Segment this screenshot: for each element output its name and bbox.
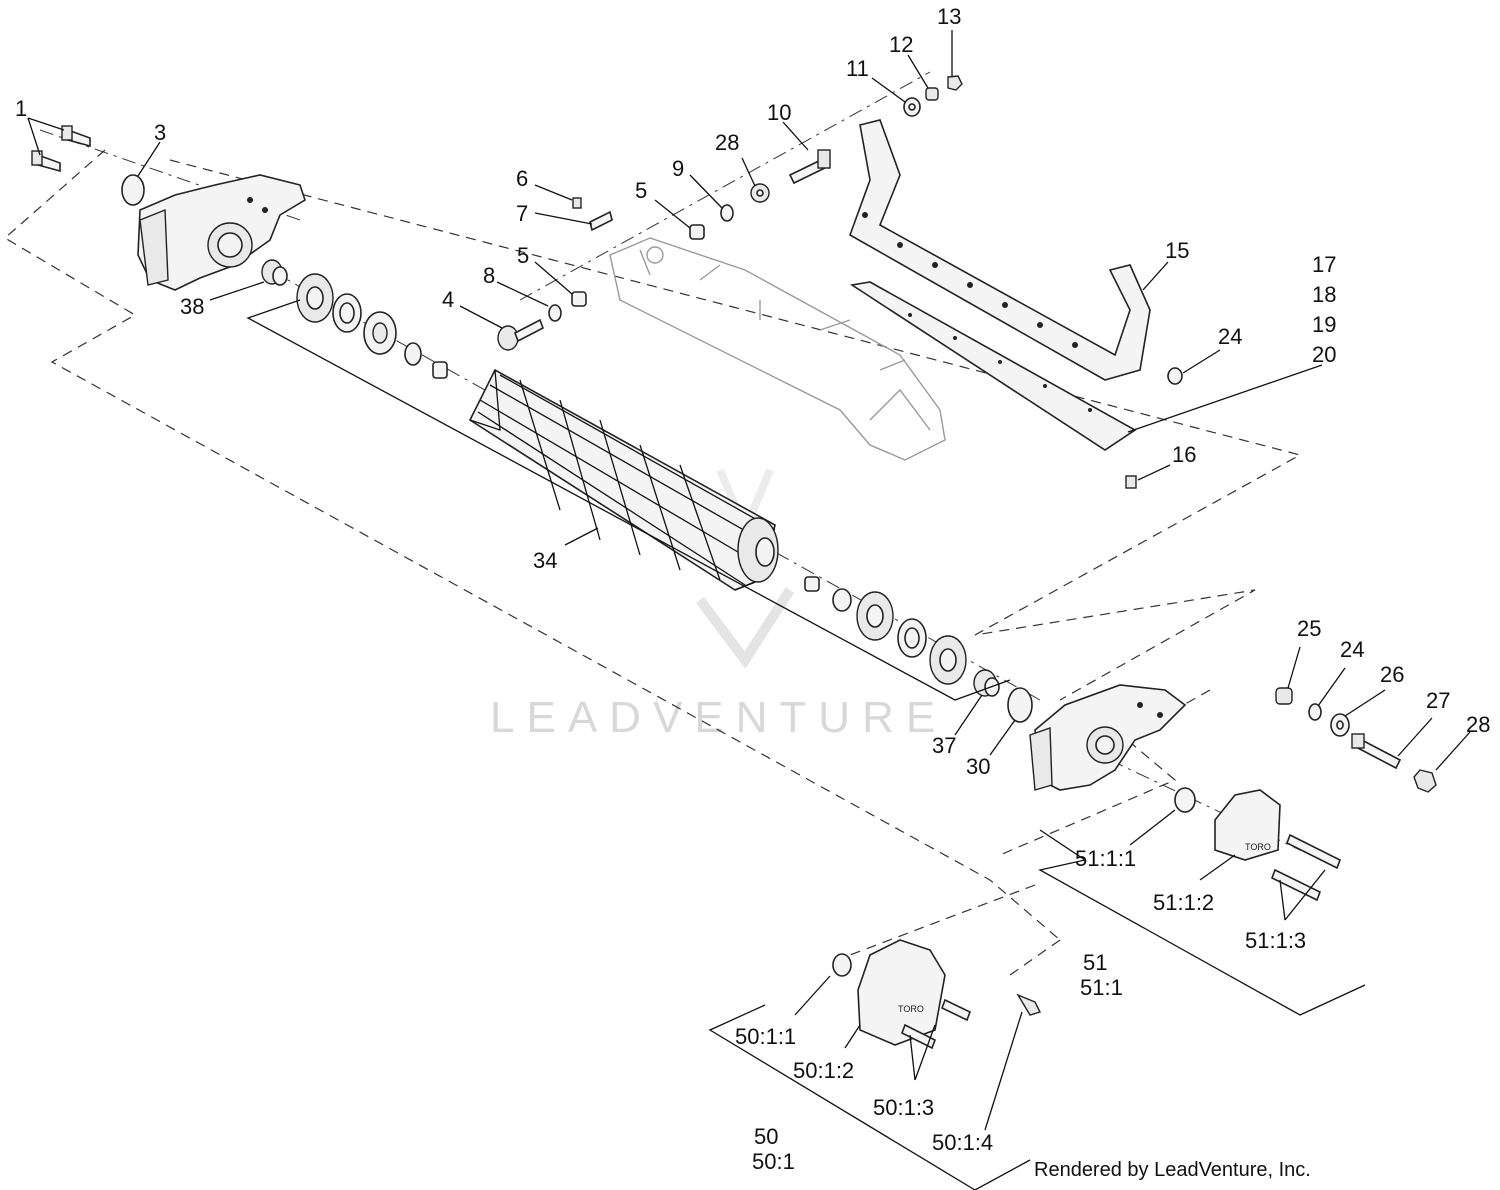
label-12: 12 bbox=[889, 32, 913, 57]
label-13: 13 bbox=[937, 4, 961, 29]
assembly-boundaries bbox=[3, 149, 1302, 976]
part-8-ring bbox=[548, 304, 562, 322]
label-1: 1 bbox=[15, 96, 27, 121]
right-side-plate bbox=[1029, 684, 1187, 791]
label-51-1: 51:1 bbox=[1080, 975, 1123, 1000]
label-5-upper: 5 bbox=[635, 178, 647, 203]
left-bearing-stack bbox=[296, 273, 448, 379]
screw-16 bbox=[1125, 475, 1137, 489]
part-labels: 1 3 38 4 8 5 6 7 5 9 28 10 11 12 13 15 1… bbox=[15, 4, 1490, 1174]
right-bearing-stack bbox=[804, 576, 967, 685]
bedbar-15 bbox=[849, 119, 1151, 381]
right-hardware bbox=[1275, 687, 1437, 793]
label-51: 51 bbox=[1083, 950, 1107, 975]
label-50-1-2: 50:1:2 bbox=[793, 1058, 854, 1083]
brand-mark-left: TORO bbox=[898, 1004, 924, 1014]
parts-11-12-13 bbox=[903, 75, 963, 117]
label-15: 15 bbox=[1165, 238, 1189, 263]
label-18: 18 bbox=[1312, 282, 1336, 307]
label-4: 4 bbox=[442, 287, 454, 312]
label-51-1-2: 51:1:2 bbox=[1153, 890, 1214, 915]
nut-28-top bbox=[750, 183, 770, 203]
label-38: 38 bbox=[180, 294, 204, 319]
brand-mark-right: TORO bbox=[1245, 842, 1271, 852]
leader-lines bbox=[27, 30, 1471, 1131]
label-28-top: 28 bbox=[715, 130, 739, 155]
label-51-1-1: 51:1:1 bbox=[1075, 846, 1136, 871]
label-17: 17 bbox=[1312, 252, 1336, 277]
label-50-1-3: 50:1:3 bbox=[873, 1095, 934, 1120]
part-38-adapter bbox=[261, 259, 288, 286]
label-50: 50 bbox=[754, 1124, 778, 1149]
render-credit: Rendered by LeadVenture, Inc. bbox=[1034, 1159, 1311, 1181]
label-51-1-3: 51:1:3 bbox=[1245, 928, 1306, 953]
weight-kit-50: TORO bbox=[832, 939, 1041, 1050]
left-side-plate bbox=[137, 174, 306, 291]
label-27: 27 bbox=[1426, 688, 1450, 713]
label-26: 26 bbox=[1380, 662, 1404, 687]
label-50-1-1: 50:1:1 bbox=[735, 1024, 796, 1049]
washer-9 bbox=[720, 204, 734, 222]
group-brackets bbox=[246, 299, 1366, 1190]
o-ring-3 bbox=[121, 174, 145, 206]
washer-24-top bbox=[1167, 367, 1183, 385]
label-25: 25 bbox=[1297, 616, 1321, 641]
label-19: 19 bbox=[1312, 312, 1336, 337]
frame-ghost bbox=[609, 237, 946, 461]
label-34: 34 bbox=[533, 548, 557, 573]
label-30: 30 bbox=[966, 754, 990, 779]
parts-6-7 bbox=[572, 197, 613, 232]
o-ring-30 bbox=[1007, 687, 1033, 723]
label-20: 20 bbox=[1312, 342, 1336, 367]
part-4-pin bbox=[497, 318, 544, 351]
label-37: 37 bbox=[932, 733, 956, 758]
label-24-right: 24 bbox=[1340, 637, 1364, 662]
bolt-10 bbox=[788, 149, 831, 185]
label-3: 3 bbox=[154, 120, 166, 145]
label-50-1: 50:1 bbox=[752, 1149, 795, 1174]
label-50-1-4: 50:1:4 bbox=[932, 1130, 993, 1155]
label-28-right: 28 bbox=[1466, 712, 1490, 737]
label-10: 10 bbox=[767, 100, 791, 125]
label-8: 8 bbox=[483, 263, 495, 288]
label-24-top: 24 bbox=[1218, 324, 1242, 349]
watermark-text: LEADVENTURE bbox=[490, 693, 947, 742]
bolts-1 bbox=[31, 125, 91, 173]
watermark: LEADVENTURE bbox=[490, 468, 947, 742]
weight-kit-51: TORO bbox=[1174, 787, 1342, 902]
label-7: 7 bbox=[516, 201, 528, 226]
label-5-lower: 5 bbox=[517, 243, 529, 268]
label-6: 6 bbox=[516, 166, 528, 191]
bushings-5 bbox=[571, 224, 705, 307]
reel-34 bbox=[468, 368, 779, 591]
label-16: 16 bbox=[1172, 442, 1196, 467]
label-9: 9 bbox=[672, 156, 684, 181]
label-11: 11 bbox=[846, 56, 869, 81]
